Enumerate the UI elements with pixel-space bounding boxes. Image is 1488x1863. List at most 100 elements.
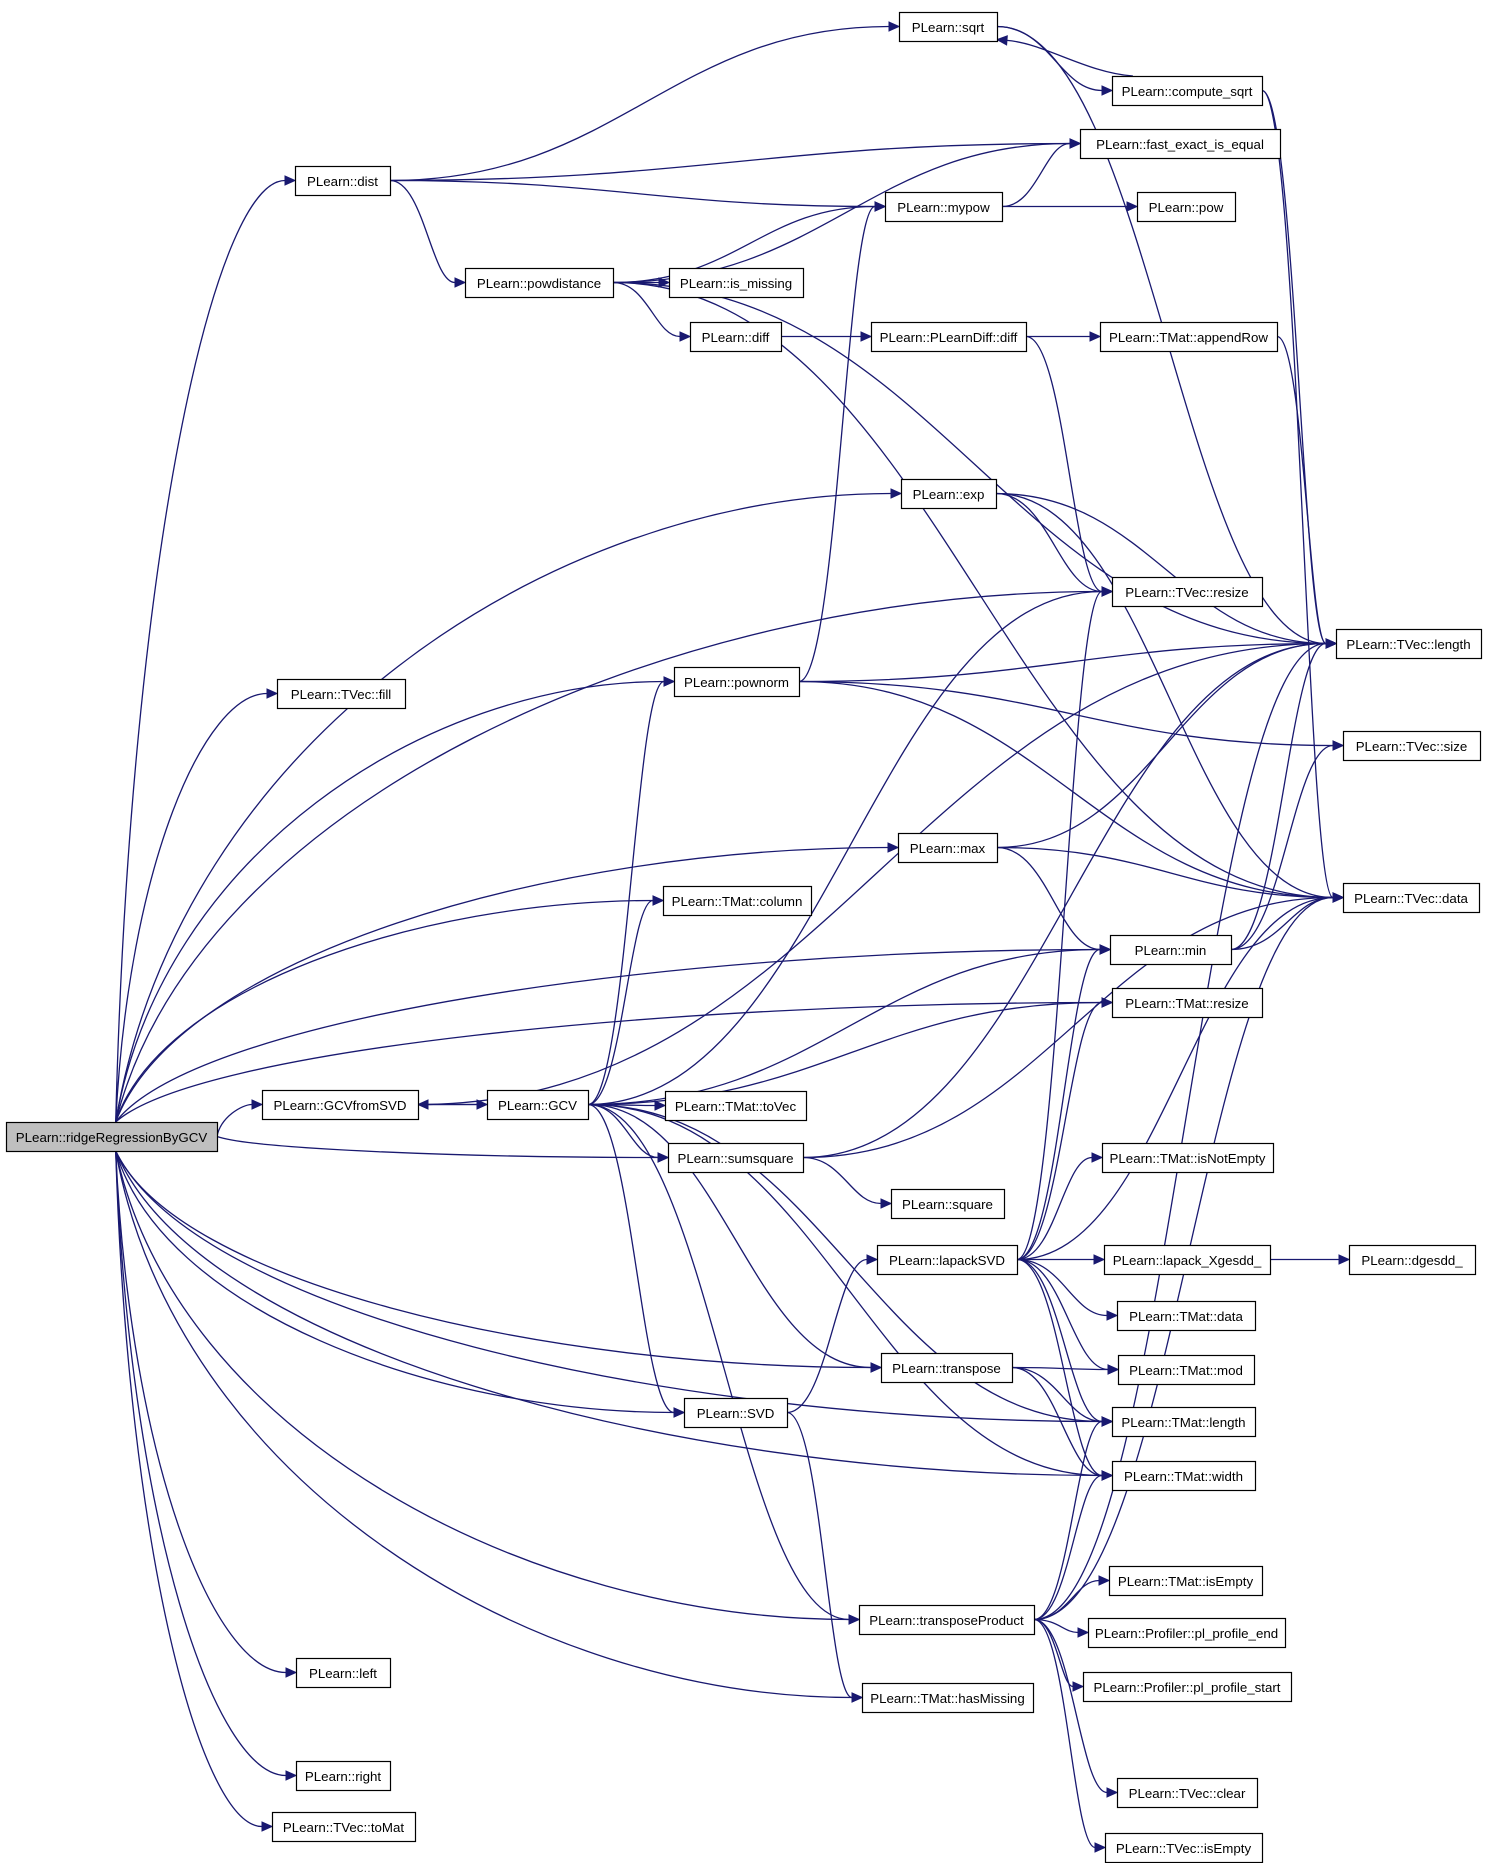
node-tvec_isEmpty[interactable]: PLearn::TVec::isEmpty [1104,1832,1264,1863]
arrowhead [1094,1842,1107,1853]
node-box[interactable] [900,478,998,510]
node-transpose[interactable]: PLearn::transpose [880,1352,1014,1384]
node-hasMissing[interactable]: PLearn::TMat::hasMissing [861,1682,1035,1714]
node-lapack_Xgesdd_[interactable]: PLearn::lapack_Xgesdd_ [1103,1244,1272,1276]
node-transposeProduct[interactable]: PLearn::transposeProduct [858,1604,1036,1636]
node-max[interactable]: PLearn::max [897,832,999,864]
node-box[interactable] [1101,1142,1275,1174]
node-tmat_data[interactable]: PLearn::TMat::data [1116,1300,1257,1332]
node-tvec_fill[interactable]: PLearn::TVec::fill [276,678,407,710]
node-exp[interactable]: PLearn::exp [900,478,998,510]
node-box[interactable] [1103,1244,1272,1276]
node-box[interactable] [884,191,1004,223]
node-left[interactable]: PLearn::left [295,1657,392,1689]
node-ridgeRegressionByGCV[interactable]: PLearn::ridgeRegressionByGCV [5,1121,219,1153]
arrowhead [652,895,665,906]
node-box[interactable] [861,1682,1035,1714]
node-tmat_length[interactable]: PLearn::TMat::length [1111,1406,1257,1438]
node-pl_profile_end[interactable]: PLearn::Profiler::pl_profile_end [1087,1617,1287,1649]
node-box[interactable] [276,678,407,710]
node-GCVfromSVD[interactable]: PLearn::GCVfromSVD [261,1089,420,1121]
node-isNotEmpty[interactable]: PLearn::TMat::isNotEmpty [1101,1142,1275,1174]
node-box[interactable] [1109,934,1233,966]
node-box[interactable] [5,1121,219,1153]
node-box[interactable] [294,165,392,197]
node-tmat_width[interactable]: PLearn::TMat::width [1111,1460,1257,1492]
node-pl_profile_start[interactable]: PLearn::Profiler::pl_profile_start [1082,1671,1293,1703]
node-tvec_data[interactable]: PLearn::TVec::data [1342,882,1481,914]
node-pow[interactable]: PLearn::pow [1136,191,1237,223]
node-box[interactable] [1348,1244,1477,1276]
node-toVec[interactable]: PLearn::TMat::toVec [664,1090,808,1122]
node-mypow[interactable]: PLearn::mypow [884,191,1004,223]
node-square[interactable]: PLearn::square [890,1188,1006,1220]
node-sumsquare[interactable]: PLearn::sumsquare [667,1142,805,1174]
node-box[interactable] [1111,1406,1257,1438]
node-box[interactable] [1136,191,1237,223]
node-box[interactable] [1111,75,1264,107]
node-box[interactable] [1108,1565,1264,1597]
node-box[interactable] [1087,1617,1287,1649]
node-right[interactable]: PLearn::right [295,1760,392,1792]
node-box[interactable] [858,1604,1036,1636]
node-box[interactable] [870,321,1028,353]
node-box[interactable] [673,666,801,698]
node-box[interactable] [261,1089,420,1121]
node-box[interactable] [1342,882,1481,914]
node-tvec_size[interactable]: PLearn::TVec::size [1342,730,1482,762]
node-diff[interactable]: PLearn::diff [689,321,783,353]
node-box[interactable] [898,11,999,43]
node-box[interactable] [880,1352,1014,1384]
node-tvec_resize[interactable]: PLearn::TVec::resize [1111,576,1264,608]
node-SVD[interactable]: PLearn::SVD [683,1397,789,1429]
node-box[interactable] [664,1090,808,1122]
arrowhead [1099,944,1112,955]
node-box[interactable] [1117,1354,1256,1386]
edge-pownorm-to-tvec_length [798,642,1327,683]
node-fast_exact_is_equal[interactable]: PLearn::fast_exact_is_equal [1079,128,1282,160]
node-PLearnDiff_diff[interactable]: PLearn::PLearnDiff::diff [870,321,1028,353]
node-box[interactable] [662,885,813,917]
node-tvec_length[interactable]: PLearn::TVec::length [1335,628,1483,660]
node-lapackSVD[interactable]: PLearn::lapackSVD [876,1244,1019,1276]
node-box[interactable] [1342,730,1482,762]
node-box[interactable] [1111,576,1264,608]
node-box[interactable] [1116,1300,1257,1332]
node-tmat_resize[interactable]: PLearn::TMat::resize [1111,987,1264,1019]
node-box[interactable] [668,267,805,299]
node-appendRow[interactable]: PLearn::TMat::appendRow [1099,321,1279,353]
node-box[interactable] [1116,1777,1259,1809]
node-tmat_mod[interactable]: PLearn::TMat::mod [1117,1354,1256,1386]
node-box[interactable] [876,1244,1019,1276]
node-box[interactable] [1111,987,1264,1019]
node-dgesdd_[interactable]: PLearn::dgesdd_ [1348,1244,1477,1276]
node-compute_sqrt[interactable]: PLearn::compute_sqrt [1111,75,1264,107]
node-box[interactable] [271,1811,417,1843]
node-powdistance[interactable]: PLearn::powdistance [464,267,615,299]
node-box[interactable] [1335,628,1483,660]
node-box[interactable] [890,1188,1006,1220]
node-box[interactable] [1079,128,1282,160]
node-box[interactable] [1099,321,1279,353]
node-box[interactable] [295,1760,392,1792]
node-dist[interactable]: PLearn::dist [294,165,392,197]
node-box[interactable] [1104,1832,1264,1863]
node-tmat_column[interactable]: PLearn::TMat::column [662,885,813,917]
node-is_missing[interactable]: PLearn::is_missing [668,267,805,299]
node-tvec_clear[interactable]: PLearn::TVec::clear [1116,1777,1259,1809]
node-GCV[interactable]: PLearn::GCV [486,1089,590,1121]
node-tmat_isEmpty[interactable]: PLearn::TMat::isEmpty [1108,1565,1264,1597]
node-sqrt[interactable]: PLearn::sqrt [898,11,999,43]
node-box[interactable] [897,832,999,864]
node-box[interactable] [683,1397,789,1429]
node-pownorm[interactable]: PLearn::pownorm [673,666,801,698]
node-toMat[interactable]: PLearn::TVec::toMat [271,1811,417,1843]
node-box[interactable] [486,1089,590,1121]
node-box[interactable] [667,1142,805,1174]
node-box[interactable] [295,1657,392,1689]
node-box[interactable] [1082,1671,1293,1703]
node-box[interactable] [689,321,783,353]
node-min[interactable]: PLearn::min [1109,934,1233,966]
node-box[interactable] [464,267,615,299]
node-box[interactable] [1111,1460,1257,1492]
